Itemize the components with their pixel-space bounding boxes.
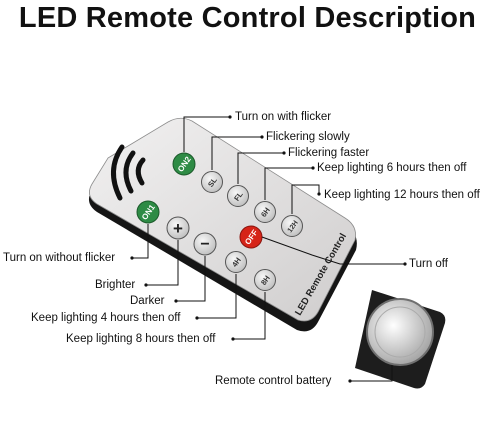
darker-button[interactable]: − (193, 232, 217, 256)
signal-waves-icon (111, 144, 146, 201)
label-keep-12-hours: Keep lighting 12 hours then off (324, 189, 480, 201)
label-remote-control-battery: Remote control battery (215, 375, 332, 387)
brighter-button[interactable]: + (166, 216, 190, 240)
page-title: LED Remote Control Description (18, 2, 477, 34)
label-turn-on-with-flicker: Turn on with flicker (235, 111, 332, 123)
label-turn-off: Turn off (409, 258, 448, 270)
label-keep-8-hours: Keep lighting 8 hours then off (66, 333, 216, 345)
plus-icon: + (173, 219, 183, 238)
label-flickering-faster: Flickering faster (288, 147, 370, 159)
fl-button[interactable]: FL (227, 185, 249, 207)
6h-button[interactable]: 6H (254, 201, 276, 223)
minus-icon: − (200, 236, 209, 253)
label-flickering-slowly: Flickering slowly (266, 131, 350, 143)
sl-button[interactable]: SL (201, 171, 223, 193)
battery-holder (355, 290, 446, 389)
12h-button[interactable]: 12H (281, 215, 303, 237)
leader-lines (130, 115, 407, 383)
label-darker: Darker (130, 295, 165, 307)
label-keep-4-hours: Keep lighting 4 hours then off (31, 312, 181, 324)
label-brighter: Brighter (95, 279, 136, 291)
on2-button[interactable]: ON2 (172, 152, 196, 176)
8h-button[interactable]: 8H (254, 269, 276, 291)
off-button[interactable]: OFF (239, 225, 263, 249)
label-turn-on-without-flicker: Turn on without flicker (3, 252, 116, 264)
label-keep-6-hours: Keep lighting 6 hours then off (317, 162, 467, 174)
4h-button[interactable]: 4H (225, 251, 247, 273)
on1-button[interactable]: ON1 (136, 200, 160, 224)
